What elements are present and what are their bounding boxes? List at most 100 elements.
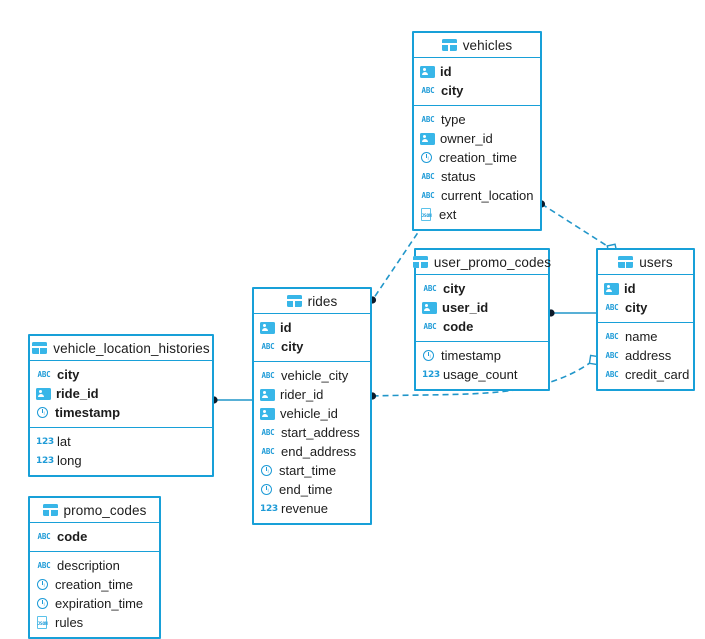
abc-icon — [260, 427, 276, 439]
column-row[interactable]: end_time — [254, 480, 370, 499]
column-row[interactable]: credit_card — [598, 365, 693, 384]
column-row[interactable]: timestamp — [416, 346, 548, 365]
column-name-label: revenue — [281, 501, 328, 516]
column-section-promo_codes: description creation_time expiration_timer… — [30, 552, 159, 637]
column-row[interactable]: vehicle_id — [254, 404, 370, 423]
column-row[interactable]: type — [414, 110, 540, 129]
column-name-label: address — [625, 348, 672, 363]
key-column-row[interactable]: timestamp — [30, 403, 212, 422]
column-row[interactable]: ext — [414, 205, 540, 224]
table-title-user_promo_codes[interactable]: user_promo_codes — [412, 250, 551, 275]
column-row[interactable]: current_location — [414, 186, 540, 205]
id-icon — [36, 387, 51, 400]
key-column-row[interactable]: user_id — [416, 298, 548, 317]
column-row[interactable]: start_address — [254, 423, 370, 442]
key-column-row[interactable]: city — [30, 365, 212, 384]
column-name-label: expiration_time — [55, 596, 144, 611]
table-name-label: rides — [307, 293, 338, 309]
column-row[interactable]: vehicle_city — [254, 366, 370, 385]
column-name-label: vehicle_id — [280, 406, 338, 421]
key-column-row[interactable]: city — [598, 298, 693, 317]
column-row[interactable]: rules — [30, 613, 159, 632]
table-title-vehicle_location_histories[interactable]: vehicle_location_histories — [30, 336, 212, 361]
column-name-label: city — [443, 281, 466, 296]
key-column-row[interactable]: id — [598, 279, 693, 298]
column-name-label: owner_id — [440, 131, 493, 146]
key-column-row[interactable]: city — [414, 81, 540, 100]
column-name-label: id — [280, 320, 292, 335]
column-row[interactable]: creation_time — [414, 148, 540, 167]
column-row[interactable]: creation_time — [30, 575, 159, 594]
abc-icon — [422, 321, 438, 333]
table-name-label: promo_codes — [63, 502, 147, 518]
primary-key-section-rides: id city — [254, 314, 370, 362]
column-name-label: status — [441, 169, 476, 184]
primary-key-section-promo_codes: code — [30, 523, 159, 552]
column-row[interactable]: rider_id — [254, 385, 370, 404]
column-name-label: lat — [57, 434, 71, 449]
column-name-label: description — [57, 558, 120, 573]
relationship-user-promo-codes-to-users[interactable] — [547, 309, 596, 317]
column-name-label: creation_time — [439, 150, 518, 165]
column-name-label: rules — [55, 615, 84, 630]
table-name-label: users — [639, 254, 673, 270]
column-name-label: long — [57, 453, 82, 468]
column-row[interactable]: description — [30, 556, 159, 575]
id-icon — [260, 407, 275, 420]
abc-icon — [420, 114, 436, 126]
column-name-label: ride_id — [56, 386, 99, 401]
key-column-row[interactable]: city — [416, 279, 548, 298]
column-name-label: usage_count — [443, 367, 518, 382]
column-row[interactable]: usage_count — [416, 365, 548, 384]
column-row[interactable]: owner_id — [414, 129, 540, 148]
abc-icon — [260, 446, 276, 458]
table-title-rides[interactable]: rides — [254, 289, 370, 314]
er-table-user_promo_codes[interactable]: user_promo_codescity user_idcode timestamp… — [412, 248, 551, 391]
column-row[interactable]: status — [414, 167, 540, 186]
primary-key-section-users: id city — [598, 275, 693, 323]
column-name-label: end_address — [281, 444, 357, 459]
id-icon — [260, 321, 275, 334]
key-column-row[interactable]: code — [416, 317, 548, 336]
abc-icon — [422, 283, 438, 295]
column-name-label: id — [624, 281, 636, 296]
column-row[interactable]: name — [598, 327, 693, 346]
column-row[interactable]: long — [30, 451, 212, 470]
table-icon — [32, 342, 48, 354]
column-name-label: code — [443, 319, 474, 334]
key-column-row[interactable]: city — [254, 337, 370, 356]
key-column-row[interactable]: id — [254, 318, 370, 337]
relationship-vehicles-to-users[interactable] — [537, 200, 618, 255]
table-title-users[interactable]: users — [598, 250, 693, 275]
123-icon — [260, 503, 276, 515]
column-section-vehicles: type owner_id creation_timestatus current_l… — [414, 106, 540, 229]
table-icon — [412, 256, 428, 268]
abc-icon — [36, 369, 52, 381]
id-icon — [420, 65, 435, 78]
table-title-promo_codes[interactable]: promo_codes — [30, 498, 159, 523]
column-name-label: rider_id — [280, 387, 324, 402]
table-title-vehicles[interactable]: vehicles — [414, 33, 540, 58]
relationship-vehicle-location-histories-to-rides[interactable] — [210, 396, 252, 404]
key-column-row[interactable]: ride_id — [30, 384, 212, 403]
column-name-label: timestamp — [441, 348, 501, 363]
column-name-label: creation_time — [55, 577, 134, 592]
er-table-vehicle_location_histories[interactable]: vehicle_location_historiescity ride_idtim… — [28, 334, 214, 477]
column-row[interactable]: start_time — [254, 461, 370, 480]
key-column-row[interactable]: code — [30, 527, 159, 546]
column-row[interactable]: lat — [30, 432, 212, 451]
abc-icon — [420, 85, 436, 97]
column-row[interactable]: expiration_time — [30, 594, 159, 613]
column-section-rides: vehicle_city rider_id vehicle_id start_addr… — [254, 362, 370, 523]
key-column-row[interactable]: id — [414, 62, 540, 81]
er-table-vehicles[interactable]: vehicles idcity type owner_id creation_times… — [412, 31, 542, 231]
column-row[interactable]: revenue — [254, 499, 370, 518]
er-table-promo_codes[interactable]: promo_codescode description creation_timee… — [28, 496, 161, 639]
column-section-user_promo_codes: timestamp usage_count — [416, 342, 548, 389]
relationship-line — [541, 203, 613, 250]
json-icon — [420, 208, 434, 222]
column-row[interactable]: end_address — [254, 442, 370, 461]
column-row[interactable]: address — [598, 346, 693, 365]
